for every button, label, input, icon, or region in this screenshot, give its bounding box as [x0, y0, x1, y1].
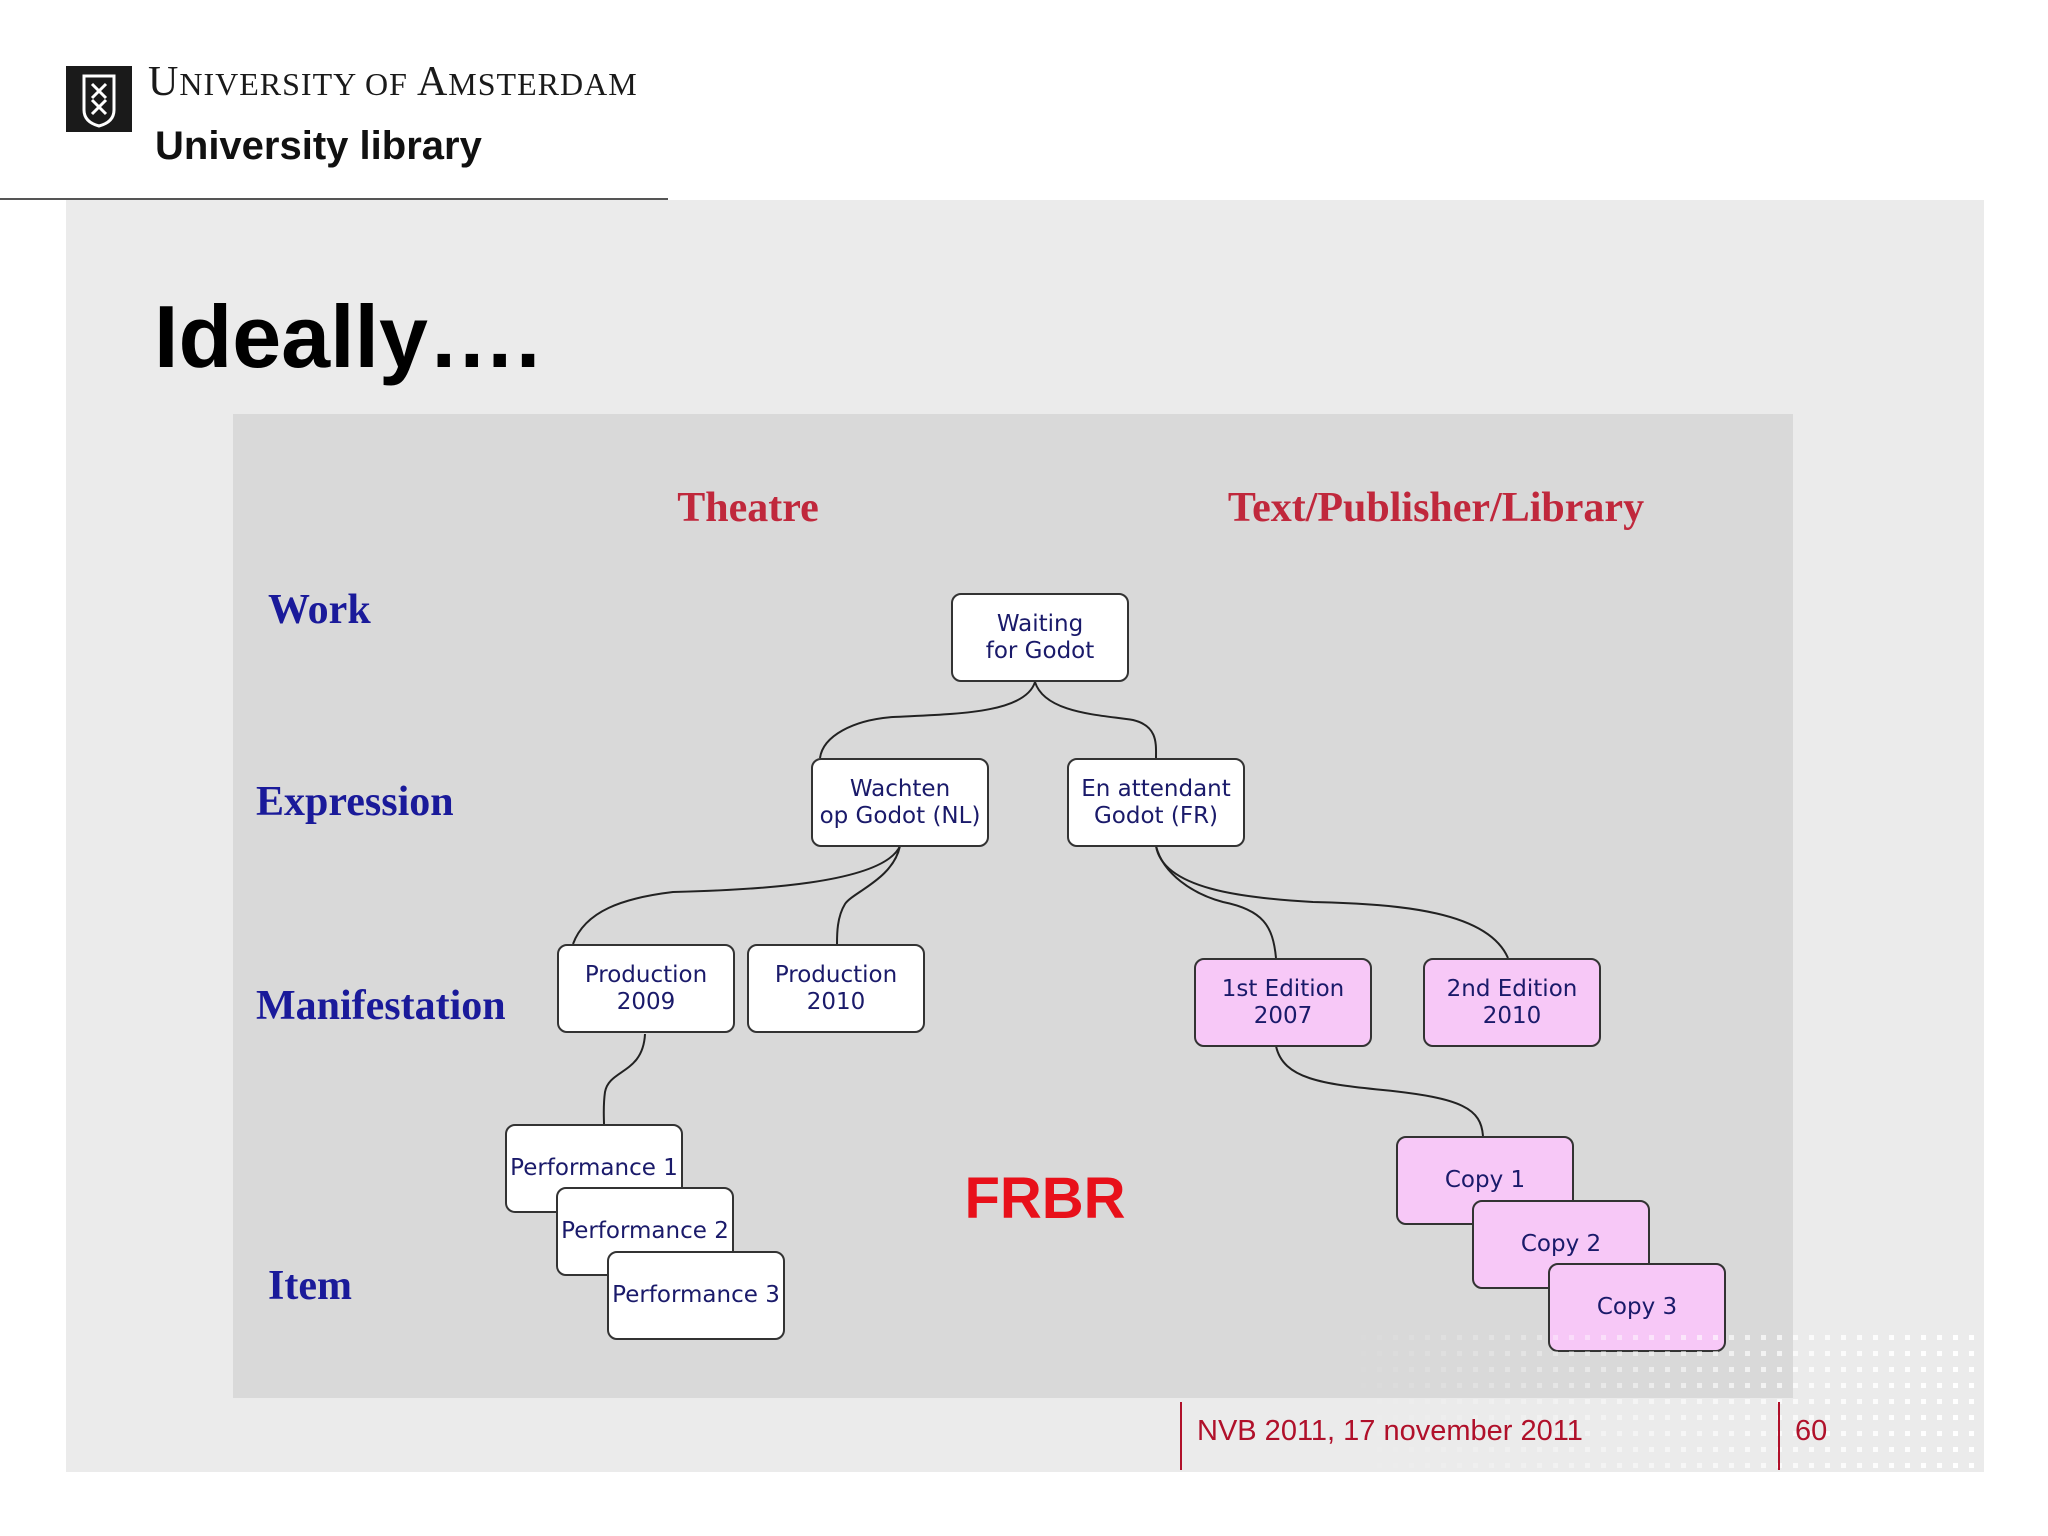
connector-prod2009-perf1 [602, 1033, 646, 1125]
connector-work-nl [819, 681, 1036, 759]
connector-ed1-copy1 [1275, 1045, 1484, 1137]
diagram-connectors [572, 681, 1509, 1137]
level-label-item: Item [268, 1263, 352, 1309]
connector-fr-ed1 [1155, 845, 1277, 959]
frbr-label: FRBR [964, 1166, 1126, 1231]
slide-title: Ideally…. [154, 287, 541, 386]
level-label-work: Work [268, 587, 371, 633]
university-name: UNIVERSITY OF AMSTERDAM [148, 59, 638, 105]
connector-fr-ed2 [1155, 845, 1509, 959]
column-header-theatre: Theatre [677, 485, 819, 531]
footer-divider-right [1778, 1402, 1780, 1470]
node-performance-3: Performance 3 [607, 1251, 785, 1340]
level-label-manifestation: Manifestation [256, 983, 506, 1029]
connector-nl-prod2009 [572, 845, 901, 945]
uva-crest-icon [66, 66, 132, 132]
connector-nl-prod2010 [836, 845, 901, 945]
header-divider [0, 198, 668, 200]
connector-work-fr [1034, 681, 1158, 759]
footer-page-number: 60 [1795, 1415, 1828, 1447]
decorative-dot-pattern [1340, 1330, 1980, 1470]
footer-event: NVB 2011, 17 november 2011 [1197, 1415, 1583, 1447]
library-name: University library [155, 124, 482, 168]
level-label-expression: Expression [256, 779, 454, 825]
footer-divider-left [1180, 1402, 1182, 1470]
column-header-text-publisher-library: Text/Publisher/Library [1227, 485, 1645, 531]
